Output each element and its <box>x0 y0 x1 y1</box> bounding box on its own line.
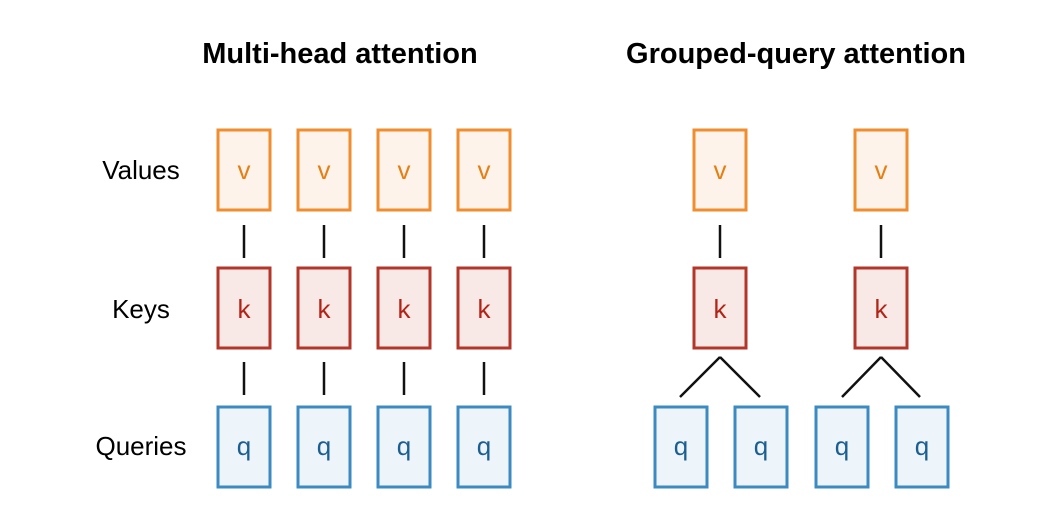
query-box <box>653 405 709 489</box>
queries-row-label: Queries <box>95 431 186 461</box>
connector-line <box>719 356 761 398</box>
query-box <box>814 405 870 489</box>
query-box-label: q <box>754 431 768 461</box>
query-box <box>296 405 352 489</box>
value-box <box>692 128 748 212</box>
key-box-label: k <box>318 294 332 324</box>
query-box-label: q <box>477 431 491 461</box>
query-box <box>456 405 512 489</box>
query-box-label: q <box>835 431 849 461</box>
value-box-label: v <box>318 155 331 185</box>
mha-head: v k q <box>296 128 352 489</box>
query-box <box>733 405 789 489</box>
key-box <box>456 266 512 350</box>
keys-row-label: Keys <box>112 294 170 324</box>
query-box <box>894 405 950 489</box>
value-box <box>296 128 352 212</box>
key-box-label: k <box>398 294 412 324</box>
connector-line <box>880 356 921 398</box>
query-box <box>216 405 272 489</box>
mha-head: v k q <box>216 128 272 489</box>
value-box <box>376 128 432 212</box>
key-box <box>376 266 432 350</box>
mha-head: v k q <box>376 128 432 489</box>
query-box-label: q <box>317 431 331 461</box>
query-box-label: q <box>674 431 688 461</box>
query-box <box>376 405 432 489</box>
value-box-label: v <box>398 155 411 185</box>
value-box-label: v <box>875 155 888 185</box>
key-box-label: k <box>238 294 252 324</box>
value-box-label: v <box>714 155 727 185</box>
key-box <box>692 266 748 350</box>
key-box-label: k <box>478 294 492 324</box>
value-box-label: v <box>238 155 251 185</box>
connector-line <box>841 356 882 398</box>
query-box-label: q <box>237 431 251 461</box>
value-box <box>853 128 909 212</box>
gqa-group: v k q q <box>653 128 789 489</box>
key-box <box>296 266 352 350</box>
value-box <box>456 128 512 212</box>
multi-head-title: Multi-head attention <box>202 38 477 70</box>
connector-line <box>679 356 721 398</box>
key-box-label: k <box>714 294 728 324</box>
grouped-query-title: Grouped-query attention <box>626 38 966 70</box>
query-box-label: q <box>915 431 929 461</box>
key-box-label: k <box>875 294 889 324</box>
key-box <box>216 266 272 350</box>
gqa-group: v k q q <box>814 128 950 489</box>
mha-head: v k q <box>456 128 512 489</box>
query-box-label: q <box>397 431 411 461</box>
value-box <box>216 128 272 212</box>
key-box <box>853 266 909 350</box>
values-row-label: Values <box>102 155 180 185</box>
value-box-label: v <box>478 155 491 185</box>
